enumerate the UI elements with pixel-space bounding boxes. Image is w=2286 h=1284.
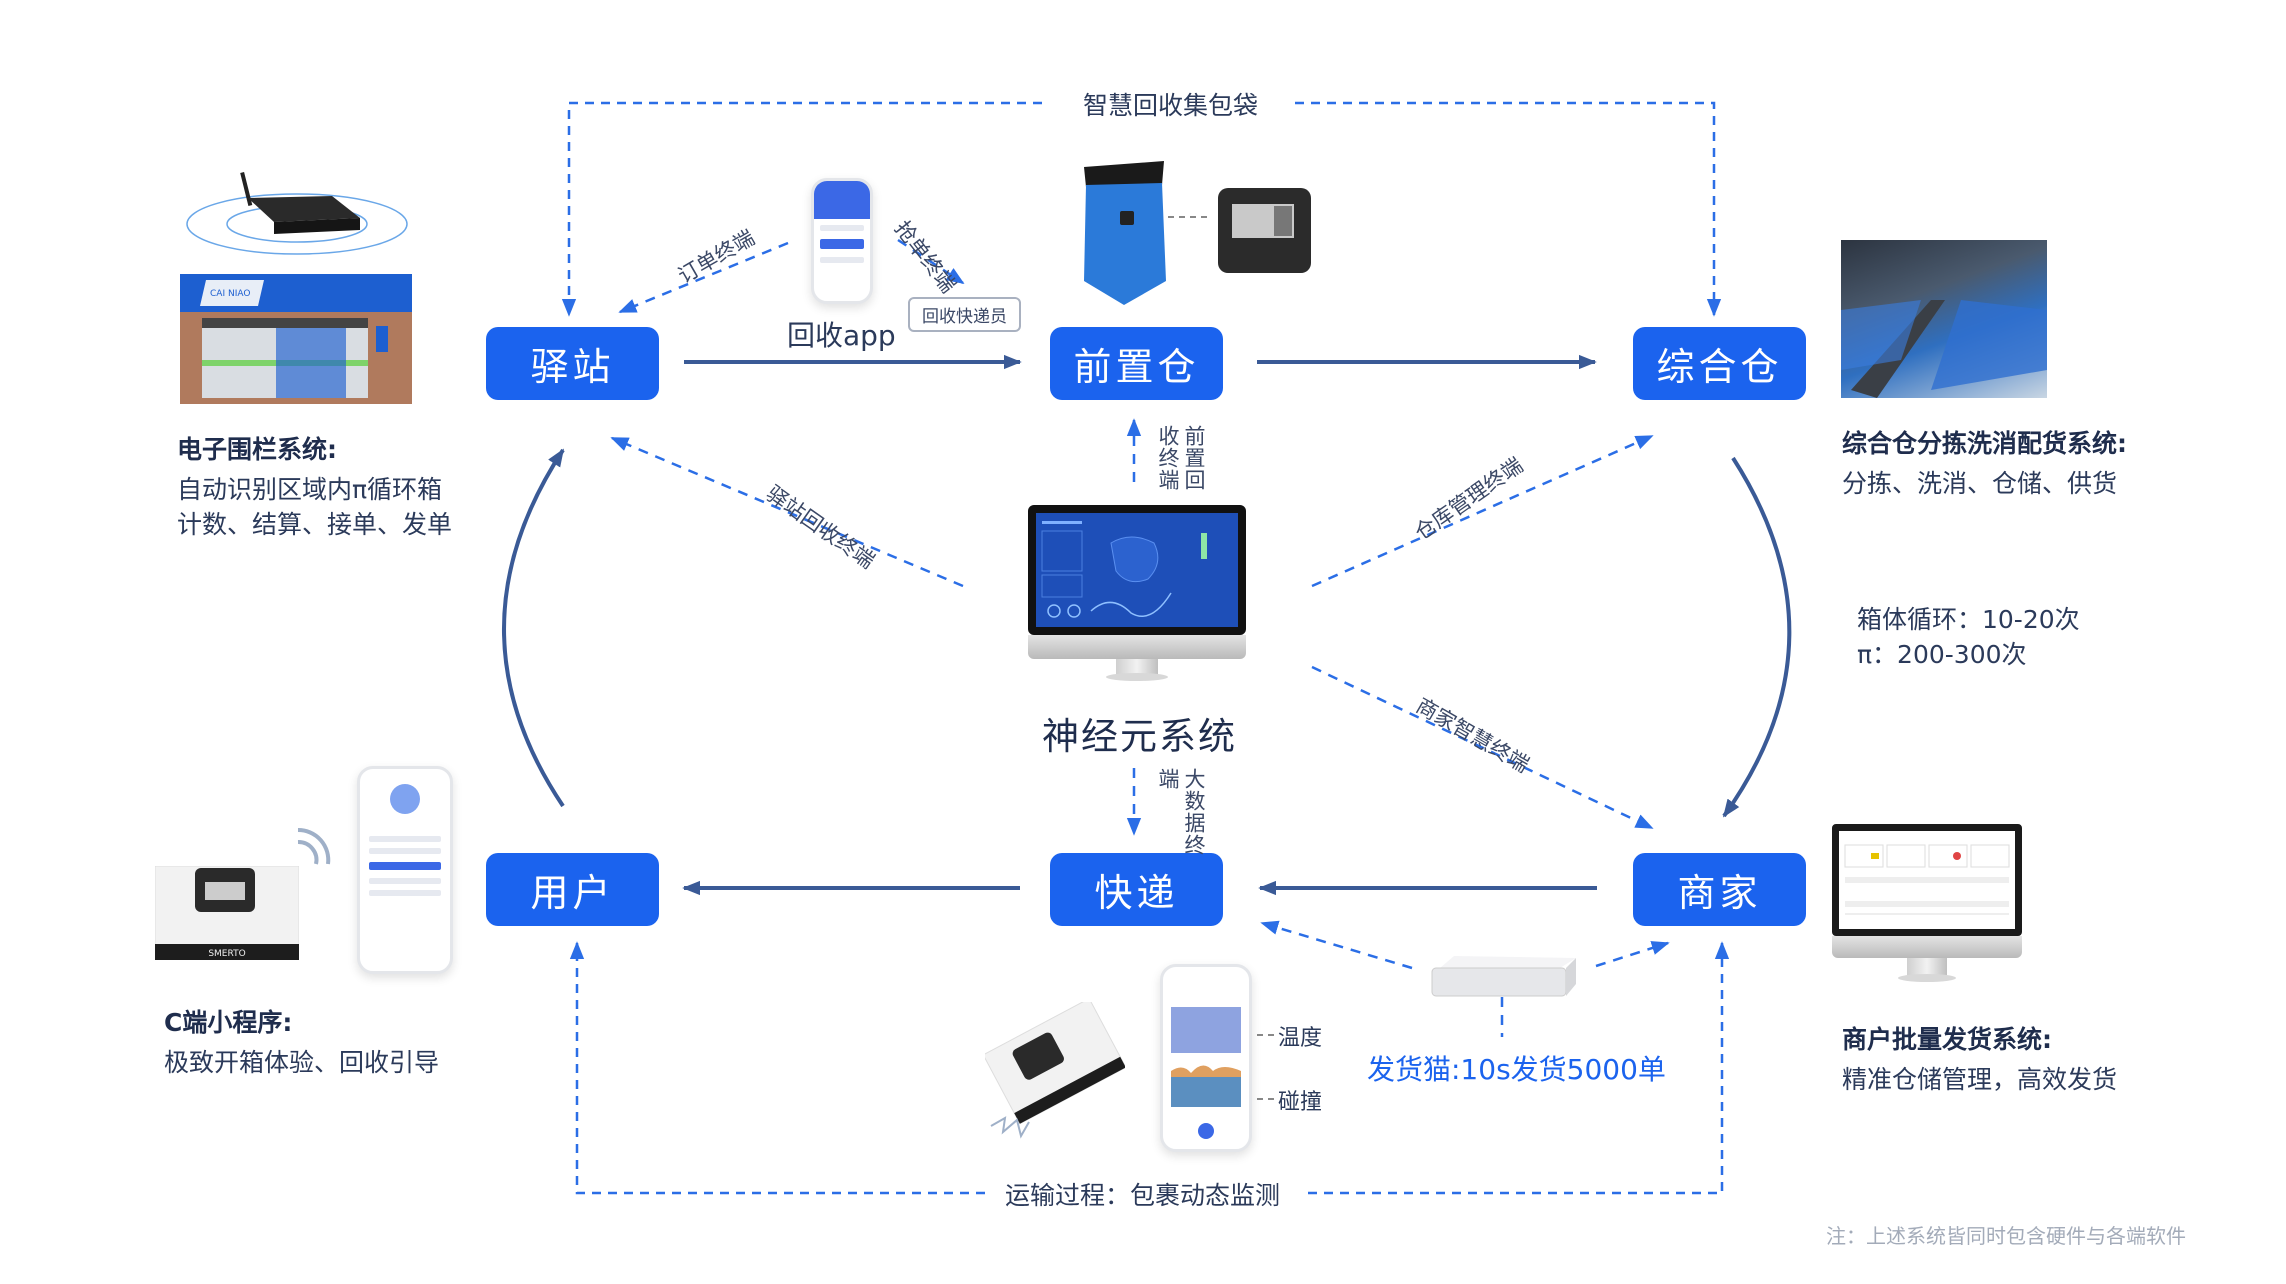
arc-main-to-merchant — [1722, 456, 1792, 818]
monitoring-phone — [1160, 964, 1252, 1152]
label-big-data-terminal: 大数据终端 — [1156, 768, 1206, 856]
node-courier[interactable]: 快递 — [1050, 853, 1223, 926]
center-system-title: 神经元系统 — [1042, 715, 1237, 758]
dashed-smartbag-right — [1295, 101, 1722, 317]
desc-merchant-line-1: 精准仓储管理，高效发货 — [1842, 1065, 2118, 1094]
dashed-shipcat-to-merchant — [1595, 941, 1670, 968]
dashed-monitor-left — [569, 941, 985, 1195]
desc-fence-line-2: 计数、结算、接单、发单 — [177, 510, 453, 539]
desc-cycle-stats: 箱体循环：10-20次 π：200-300次 — [1857, 602, 2080, 672]
smart-box-device: SMERTO — [154, 865, 300, 961]
merchant-dashboard-monitor — [1832, 824, 2022, 992]
dashed-center-to-main — [1311, 434, 1654, 588]
desc-mini-program-line-1: 极致开箱体验、回收引导 — [164, 1048, 440, 1077]
desc-cycle-line-2: π：200-300次 — [1857, 640, 2027, 669]
label-transport-monitoring: 运输过程：包裹动态监测 — [1005, 1181, 1281, 1210]
dashed-center-to-station — [610, 436, 964, 588]
desc-warehouse-line-1: 分拣、洗消、仓储、供货 — [1842, 469, 2118, 498]
desc-mini-program-title: C端小程序: — [164, 1008, 293, 1037]
station-storefront-image: CAI NIAO — [180, 274, 412, 404]
label-recycle-app: 回收app — [787, 319, 896, 352]
footnote: 注：上述系统皆同时包含硬件与各端软件 — [1826, 1224, 2186, 1248]
recycle-app-phone — [811, 178, 873, 304]
dashed-app-to-courier-tag — [897, 238, 965, 285]
dashed-app-to-station — [618, 241, 789, 314]
desc-warehouse-title: 综合仓分拣洗消配货系统: — [1842, 429, 2127, 458]
desc-warehouse-system: 综合仓分拣洗消配货系统: 分拣、洗消、仓储、供货 — [1842, 424, 2127, 501]
box-brand-text: SMERTO — [208, 949, 245, 959]
dashboard-monitor-icon — [1028, 505, 1246, 685]
label-shipping-cat: 发货猫:10s发货5000单 — [1367, 1053, 1666, 1086]
desc-fence-title: 电子围栏系统: — [177, 435, 337, 464]
label-front-recycle-terminal: 前置回收终端 — [1156, 425, 1206, 491]
mini-program-phone — [357, 766, 453, 974]
dashed-center-to-merchant — [1311, 665, 1654, 830]
tilted-smart-box — [982, 997, 1127, 1142]
label-collision: 碰撞 — [1278, 1090, 1323, 1115]
desc-mini-program: C端小程序: 极致开箱体验、回收引导 — [164, 1003, 439, 1080]
desc-merchant-system: 商户批量发货系统: 精准仓储管理，高效发货 — [1842, 1020, 2117, 1097]
desc-merchant-title: 商户批量发货系统: — [1842, 1025, 2052, 1054]
smart-recycle-bag — [1080, 155, 1168, 307]
desc-fence-line-1: 自动识别区域内π循环箱 — [177, 475, 443, 504]
desc-fence-system: 电子围栏系统: 自动识别区域内π循环箱 计数、结算、接单、发单 — [177, 430, 452, 542]
e-ink-tag-icon — [1218, 188, 1311, 273]
shipping-cat-device — [1430, 952, 1578, 1000]
dashed-monitor-right — [1308, 941, 1730, 1195]
fence-beacon-icon — [182, 168, 412, 258]
node-main-warehouse[interactable]: 综合仓 — [1633, 327, 1806, 400]
tag-recycle-courier: 回收快递员 — [908, 297, 1021, 332]
node-front-warehouse[interactable]: 前置仓 — [1050, 327, 1223, 400]
store-sign-text: CAI NIAO — [210, 289, 250, 299]
label-temperature: 温度 — [1278, 1026, 1323, 1051]
wireless-signal-icon — [294, 824, 334, 874]
label-smart-bag: 智慧回收集包袋 — [1083, 91, 1259, 120]
sorting-warehouse-image — [1841, 240, 2047, 398]
arc-user-to-station — [502, 448, 565, 808]
dashed-smartbag-left — [561, 101, 1042, 317]
node-user[interactable]: 用户 — [486, 853, 659, 926]
desc-cycle-line-1: 箱体循环：10-20次 — [1857, 605, 2080, 634]
node-merchant[interactable]: 商家 — [1633, 853, 1806, 926]
dashed-shipcat-to-courier — [1260, 920, 1413, 970]
node-station[interactable]: 驿站 — [486, 327, 659, 400]
